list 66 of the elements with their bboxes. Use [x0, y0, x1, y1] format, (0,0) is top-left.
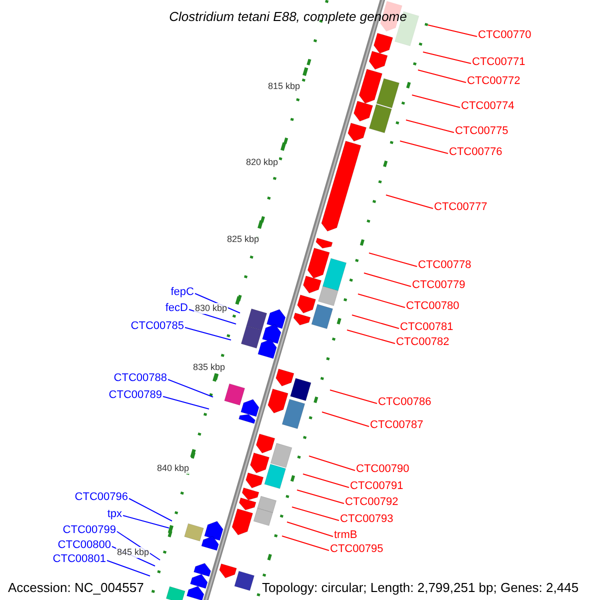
tick-label: 820 kbp: [244, 157, 279, 168]
gene-label: tpx: [107, 508, 122, 521]
leader-line: [358, 294, 406, 308]
gene-label: CTC00792: [345, 496, 398, 509]
gene-label: CTC00771: [472, 56, 526, 69]
gene-label: CTC00776: [449, 146, 502, 159]
leader-line: [364, 272, 412, 287]
tick-label: 845 kbp: [116, 547, 150, 558]
gene-label: CTC00779: [412, 279, 466, 292]
gene-label: CTC00782: [396, 336, 450, 349]
gene-label: CTC00796: [74, 491, 128, 504]
leader-line: [106, 560, 150, 576]
leader-line: [302, 474, 350, 488]
gene-label: CTC00790: [356, 463, 410, 476]
gene-label: CTC00785: [130, 320, 184, 333]
gene-label: CTC00793: [340, 513, 394, 526]
gene-label: CTC00787: [370, 419, 424, 432]
leader-line: [122, 515, 170, 528]
leader-line: [330, 390, 378, 404]
gene-label: CTC00801: [52, 553, 106, 566]
tick-label: 815 kbp: [266, 81, 301, 92]
leader-line: [418, 70, 466, 83]
gene-label: CTC00788: [114, 372, 167, 385]
gene-label: CTC00791: [350, 480, 404, 493]
gene-label: fepC: [170, 286, 194, 299]
gene-label: fecD: [165, 302, 188, 315]
leader-line: [400, 140, 448, 154]
leader-line: [184, 327, 232, 340]
gene-label: CTC00770: [478, 29, 532, 42]
leader-line: [422, 52, 472, 64]
tick-label: 830 kbp: [194, 303, 228, 314]
leader-line: [346, 330, 396, 344]
leader-line: [292, 506, 340, 521]
gene-label: CTC00781: [400, 321, 454, 334]
leader-line: [368, 252, 418, 267]
leader-line: [282, 536, 330, 551]
leader-line: [162, 396, 210, 410]
gene-label: CTC00778: [418, 259, 472, 272]
footer-text: Topology: circular; Length: 2,799,251 bp; Genes: 2,445: [262, 580, 579, 595]
gene-label: CTC00772: [467, 75, 520, 88]
leader-line: [352, 314, 400, 329]
tick-label: 840 kbp: [156, 463, 190, 474]
gene-label: CTC00777: [434, 201, 488, 214]
gene-label: CTC00799: [62, 524, 116, 537]
gene-label: CTC00780: [406, 300, 460, 313]
leader-line: [428, 24, 478, 37]
leader-line: [322, 412, 370, 427]
gene-label: CTC00786: [378, 396, 432, 409]
title: Clostridium tetani E88, complete genome: [168, 9, 408, 25]
tick-label: 825 kbp: [226, 234, 260, 245]
gene-label: CTC00800: [58, 539, 111, 552]
gene-label: CTC00789: [108, 389, 162, 402]
leader-line: [286, 522, 334, 537]
gene-label: trmB: [334, 529, 358, 542]
leader-line: [296, 490, 344, 504]
leader-line: [386, 194, 434, 209]
leader-line: [412, 94, 460, 108]
tick-label: 835 kbp: [192, 362, 226, 373]
leader-line: [128, 498, 172, 522]
leader-line: [308, 456, 356, 471]
footer-text: Accession: NC_004557: [8, 580, 144, 595]
gene-label: CTC00795: [330, 543, 384, 556]
leader-line: [168, 379, 214, 398]
gene-label: CTC00774: [461, 100, 514, 113]
leader-line: [406, 120, 454, 133]
gene-label: CTC00775: [455, 125, 508, 138]
